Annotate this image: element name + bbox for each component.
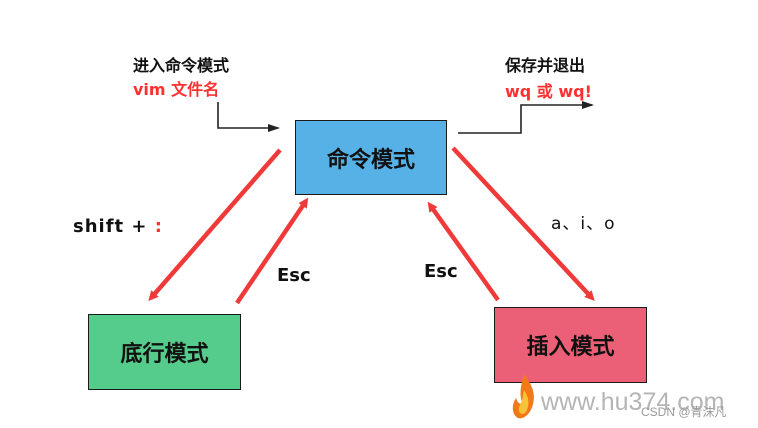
esc-left-label: Esc [277, 265, 311, 286]
exit-title: 保存并退出 [505, 56, 586, 75]
exit-command: wq 或 wq! [505, 82, 592, 101]
command-mode-label: 命令模式 [326, 147, 415, 173]
esc-right-label: Esc [424, 261, 458, 282]
watermark-credit: CSDN @青沫凡 [641, 405, 727, 419]
watermark-url: www.hu374.com [541, 388, 725, 416]
bottom-line-mode-label: 底行模式 [120, 342, 209, 367]
enter-command: vim 文件名 [133, 80, 220, 99]
enter-title: 进入命令模式 [133, 56, 230, 75]
aio-label: a、i、o [551, 214, 616, 234]
insert-mode-box: 插入模式 [494, 307, 647, 383]
colon-key: : [154, 216, 163, 237]
insert-mode-label: 插入模式 [526, 335, 615, 360]
shift-colon-label: shift + : [73, 216, 163, 237]
enter-arrow [217, 102, 280, 132]
bottom-line-mode-box: 底行模式 [88, 314, 241, 390]
arrow-insert-to-command [427, 201, 500, 302]
arrow-command-to-insert [451, 146, 595, 301]
exit-arrow [458, 101, 594, 134]
command-mode-box: 命令模式 [295, 120, 447, 195]
arrow-command-to-bottom [148, 148, 282, 302]
shift-plus-text: shift + [73, 216, 155, 237]
arrow-bottom-to-command [235, 197, 309, 305]
flame-logo-icon [512, 374, 534, 419]
